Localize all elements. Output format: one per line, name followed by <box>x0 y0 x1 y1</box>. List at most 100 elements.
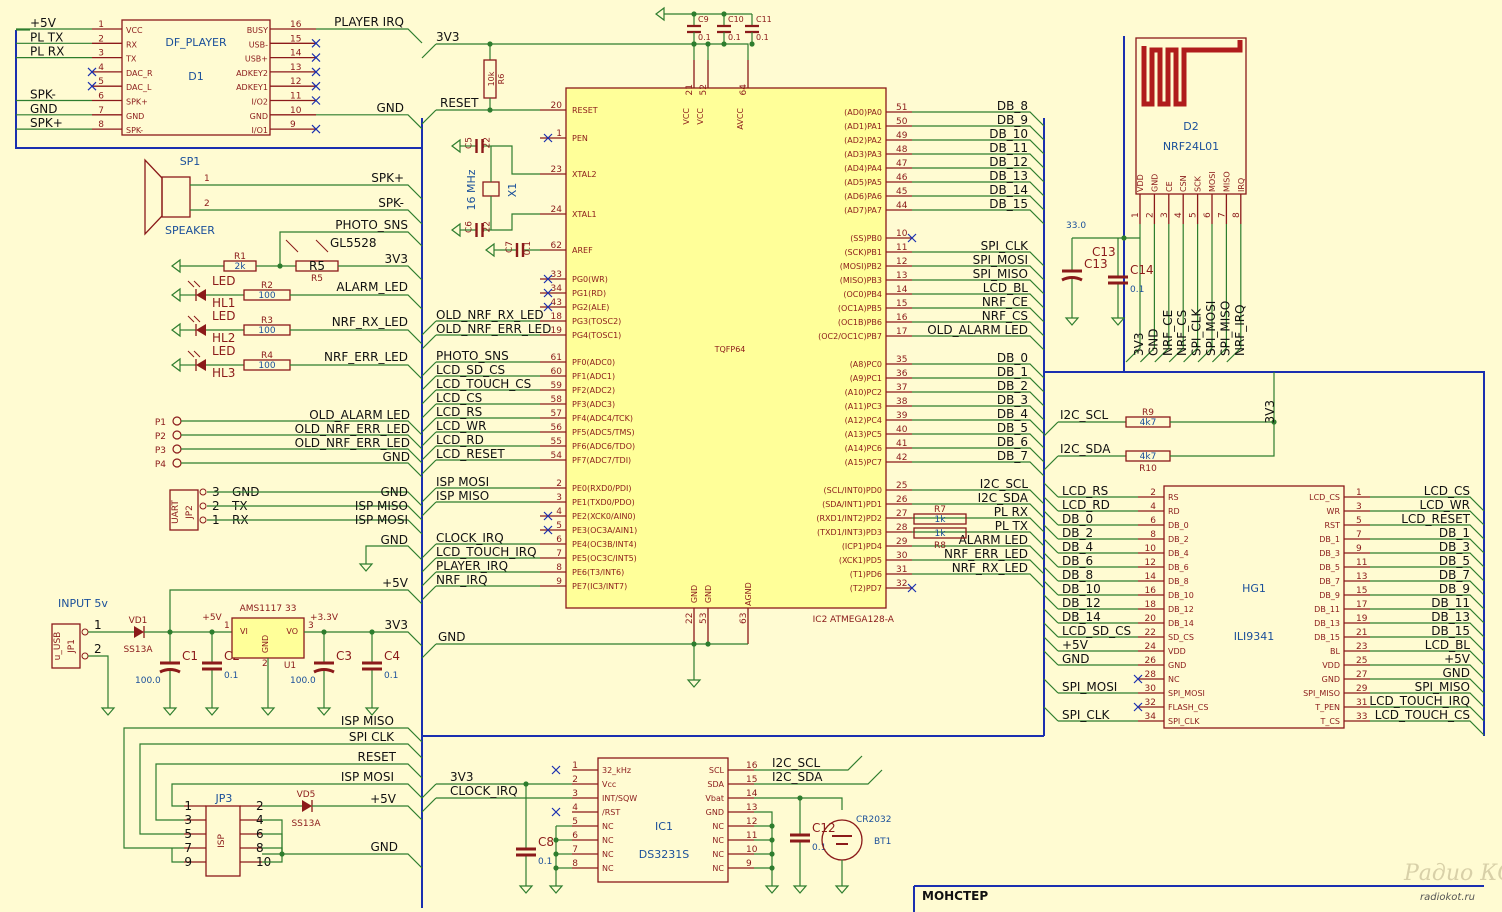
sp1-net-label: SPK- <box>378 196 404 210</box>
wire <box>421 643 437 659</box>
hg1-pin-name: NC <box>1168 675 1180 684</box>
d2-pin-num: 8 <box>1232 212 1242 218</box>
wire <box>262 853 423 869</box>
d1-pin-name: I/O1 <box>252 126 268 135</box>
sp1-ref: SP1 <box>180 155 201 168</box>
d2-net-label: GND <box>1146 328 1160 356</box>
d2-body <box>1135 37 1247 195</box>
wire <box>1370 496 1485 512</box>
ic2-net-label: DB_13 <box>989 169 1028 183</box>
hg1-pin-name: DB_7 <box>1319 577 1340 586</box>
ic2-pin-name: RESET <box>572 106 598 115</box>
d1-pin-name: TX <box>125 55 137 64</box>
d2-pin-name: MOSI <box>1208 171 1217 192</box>
hg1-net-label: +5V <box>1444 652 1471 666</box>
capacitor-plate <box>313 668 335 674</box>
wire <box>421 543 437 559</box>
wire <box>912 111 1045 127</box>
hg1-pin-num: 15 <box>1356 586 1367 596</box>
ground-symbol <box>792 885 808 894</box>
wire <box>1370 720 1485 736</box>
ground-symbol <box>364 707 380 716</box>
ic2-pin-num: 13 <box>896 271 907 281</box>
ic2-pin-name: PE0(RXD0/PDI) <box>572 484 632 493</box>
hg1-pin-num: 24 <box>1145 642 1157 652</box>
jp2-net: GND <box>380 485 408 499</box>
hg1-net-label: DB_13 <box>1431 610 1470 624</box>
ic2-pin-num: 16 <box>896 313 908 323</box>
hg1-pin-name: WR <box>1327 507 1341 516</box>
ic2-pin-num: 40 <box>896 425 908 435</box>
wire <box>421 403 437 419</box>
u1-pin-vo: VO <box>286 627 298 636</box>
jp3-net-gnd: GND <box>370 840 398 854</box>
d1-pin-name: USB- <box>249 40 268 49</box>
hg1-net-label: LCD_RESET <box>1401 512 1470 526</box>
d1-pin-num: 10 <box>290 106 302 116</box>
ic2-pin-name: PE1(TXD0/PDO) <box>572 498 635 507</box>
out33-label: 3V3 <box>385 618 408 632</box>
wire <box>912 293 1045 309</box>
wire <box>1043 622 1059 638</box>
ic2-net-label: ISP MISO <box>436 489 489 503</box>
d2-pin-name: VDD <box>1136 174 1145 192</box>
wire <box>1183 224 1199 363</box>
capacitor-value: 0.1 <box>538 857 552 867</box>
ic2-net-label: SPI_MOSI <box>973 253 1028 267</box>
hg1-net-label: LCD_WR <box>1419 498 1470 512</box>
jp3-ref: JP3 <box>215 792 233 805</box>
i2c-sda-label: I2C_SDA <box>1060 442 1111 456</box>
wire <box>421 571 437 587</box>
ic2-pin-num: 19 <box>551 326 563 336</box>
d1-pin-num: 15 <box>290 34 301 44</box>
ic2-pin-name: PE4(OC3B/INT4) <box>572 540 637 549</box>
hg1-net-label: DB_9 <box>1439 582 1470 596</box>
ic1-pin-num: 7 <box>572 845 578 855</box>
wire <box>1154 224 1170 363</box>
led-ref: HL2 <box>212 331 235 345</box>
ic1-ref: IC1 <box>655 820 673 833</box>
wire <box>1043 455 1059 471</box>
ic2-pin-num: 46 <box>896 173 908 183</box>
d1-pin-name: RX <box>126 40 138 49</box>
wire <box>912 391 1045 407</box>
light-arrows <box>285 239 329 253</box>
led-diode <box>196 359 206 371</box>
wire <box>1370 636 1485 652</box>
cap-value: 0.1 <box>756 33 769 42</box>
ic1-pin-num: 3 <box>572 789 578 799</box>
hg1-pin-num: 3 <box>1356 502 1362 512</box>
resistor-ref: R7 <box>934 505 946 515</box>
d1-pin-num: 4 <box>98 63 104 73</box>
wire <box>1370 706 1485 722</box>
ic2-bottom-num: 53 <box>699 613 709 624</box>
capacitor-plate <box>515 243 525 257</box>
ic2-pin-num: 41 <box>896 439 907 449</box>
hg1-pin-num: 18 <box>1145 600 1157 610</box>
jp3-pin-num: 9 <box>184 855 192 869</box>
ic2-net-label: DB_15 <box>989 197 1028 211</box>
capacitor-ref: C7 <box>505 241 515 253</box>
wire <box>421 43 437 59</box>
cap-ref: C10 <box>728 15 744 24</box>
led-ref: HL3 <box>212 366 235 380</box>
ic2-pin-num: 17 <box>896 327 907 337</box>
diode-ref: VD5 <box>297 790 316 800</box>
ic2-net-label: NRF_CE <box>982 295 1028 309</box>
resistor-value: 1k <box>935 515 947 525</box>
d2-ref: D2 <box>1183 120 1198 133</box>
ic2-net-label: DB_3 <box>997 393 1028 407</box>
wire <box>754 769 883 785</box>
cap-ref: C11 <box>756 15 772 24</box>
ic2-pin-num: 5 <box>556 521 562 531</box>
wire <box>421 557 437 573</box>
u1-name: AMS1117 33 <box>240 604 297 614</box>
hg1-pin-name: RD <box>1168 507 1180 516</box>
hg1-ref: HG1 <box>1242 582 1266 595</box>
wire <box>1370 510 1485 526</box>
ic1-pin-num: 14 <box>746 789 758 799</box>
ic1-pin-num: 16 <box>746 761 758 771</box>
ic2-pin-name: (A10)PC2 <box>845 388 882 397</box>
capacitor-ref: C3 <box>336 649 352 663</box>
ic1-pin-name: Vbat <box>705 794 724 803</box>
